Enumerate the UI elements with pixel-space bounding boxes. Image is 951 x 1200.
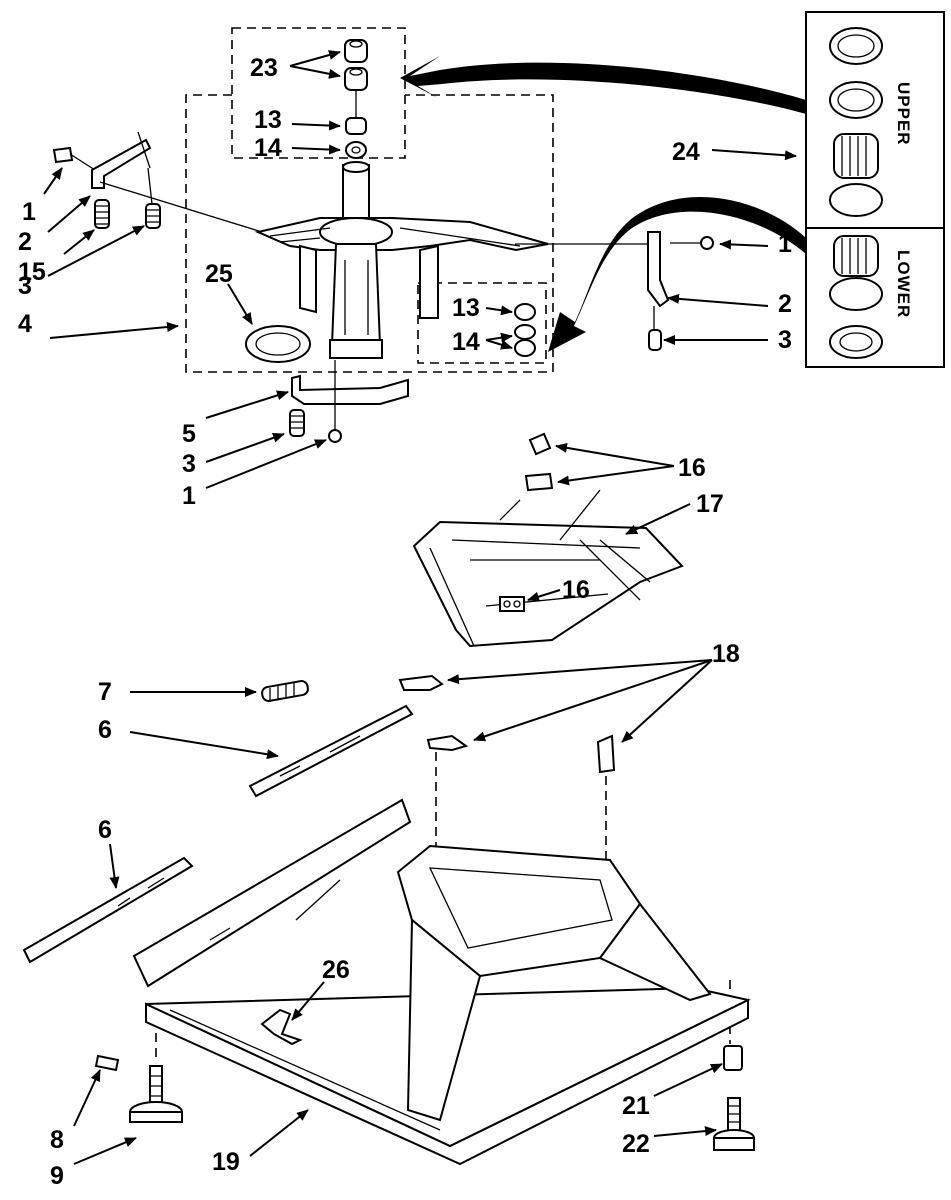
leg-22 — [713, 1097, 755, 1151]
clip-18-c — [596, 734, 616, 774]
curved-arrow-upper — [400, 56, 806, 114]
label-6-lower: 6 — [98, 816, 112, 844]
label-26: 26 — [322, 956, 350, 984]
label-2-left: 2 — [18, 228, 32, 256]
label-23: 23 — [250, 54, 278, 82]
bolt-1-right — [670, 236, 714, 250]
label-13-upper: 13 — [254, 106, 282, 134]
label-17: 17 — [696, 490, 724, 518]
curved-arrow-lower — [548, 196, 806, 352]
label-1-bottom: 1 — [182, 482, 196, 510]
label-18: 18 — [712, 640, 740, 668]
spring-3-bottom — [289, 409, 305, 437]
label-5: 5 — [182, 420, 196, 448]
bearing-23-bottom — [344, 67, 368, 91]
clip-16-mid — [524, 472, 554, 492]
label-2-right: 2 — [778, 290, 792, 318]
label-4: 4 — [18, 310, 32, 338]
label-21: 21 — [622, 1092, 650, 1120]
label-24: 24 — [672, 138, 700, 166]
label-6-upper: 6 — [98, 716, 112, 744]
bracket-18-a — [398, 674, 444, 691]
clip-16-frame — [499, 596, 525, 612]
leader-arrows — [43, 50, 797, 1165]
bearing-13-upper — [345, 117, 367, 135]
upper-bearing-box — [231, 27, 406, 159]
bracket-2-right — [647, 231, 670, 330]
rail-6-upper — [248, 704, 414, 798]
lower-label: LOWER — [894, 250, 913, 318]
nut-21 — [723, 1045, 743, 1071]
washer-14-upper — [345, 141, 367, 159]
gearcase-assembly — [254, 161, 549, 359]
label-3-right: 3 — [778, 326, 792, 354]
label-7: 7 — [98, 678, 112, 706]
label-14-lower: 14 — [452, 328, 480, 356]
bracket-2-left — [91, 138, 152, 189]
label-1-left: 1 — [22, 198, 36, 226]
label-1-right: 1 — [778, 230, 792, 258]
pad-8 — [94, 1054, 120, 1072]
leg-9 — [129, 1065, 183, 1123]
clip-16-top — [528, 432, 552, 456]
label-9: 9 — [50, 1162, 64, 1190]
label-3-bottom: 3 — [182, 450, 196, 478]
bolt-1-left — [52, 146, 96, 171]
label-3-left: 3 — [18, 272, 32, 300]
label-13-lower: 13 — [452, 294, 480, 322]
bolt-1-bottom — [328, 420, 342, 443]
clip-26 — [260, 1008, 303, 1046]
label-16-top: 16 — [678, 454, 706, 482]
spring-7 — [261, 680, 309, 702]
spring-3-left — [137, 131, 161, 229]
bracket-5 — [291, 374, 409, 405]
bearing-23-top — [344, 39, 368, 63]
label-16-frame: 16 — [562, 576, 590, 604]
label-14-upper: 14 — [254, 134, 282, 162]
label-19: 19 — [212, 1148, 240, 1176]
spring-15 — [94, 199, 110, 229]
base-19 — [132, 798, 752, 1166]
seal-25 — [245, 325, 311, 363]
bearing-kit-24-box — [805, 11, 945, 368]
bracket-18-b — [426, 734, 469, 752]
label-22: 22 — [622, 1130, 650, 1158]
rail-6-lower — [22, 856, 194, 964]
gearcase-box — [185, 94, 554, 373]
label-15: 15 — [18, 258, 46, 286]
washer-14-lower — [514, 324, 536, 357]
spring-3-right — [648, 329, 662, 351]
label-25: 25 — [205, 260, 233, 288]
upper-label: UPPER — [894, 82, 913, 146]
frame-17 — [412, 489, 684, 648]
label-8: 8 — [50, 1126, 64, 1154]
bearing-13-lower — [514, 303, 536, 321]
lower-bearing-box — [417, 282, 547, 364]
